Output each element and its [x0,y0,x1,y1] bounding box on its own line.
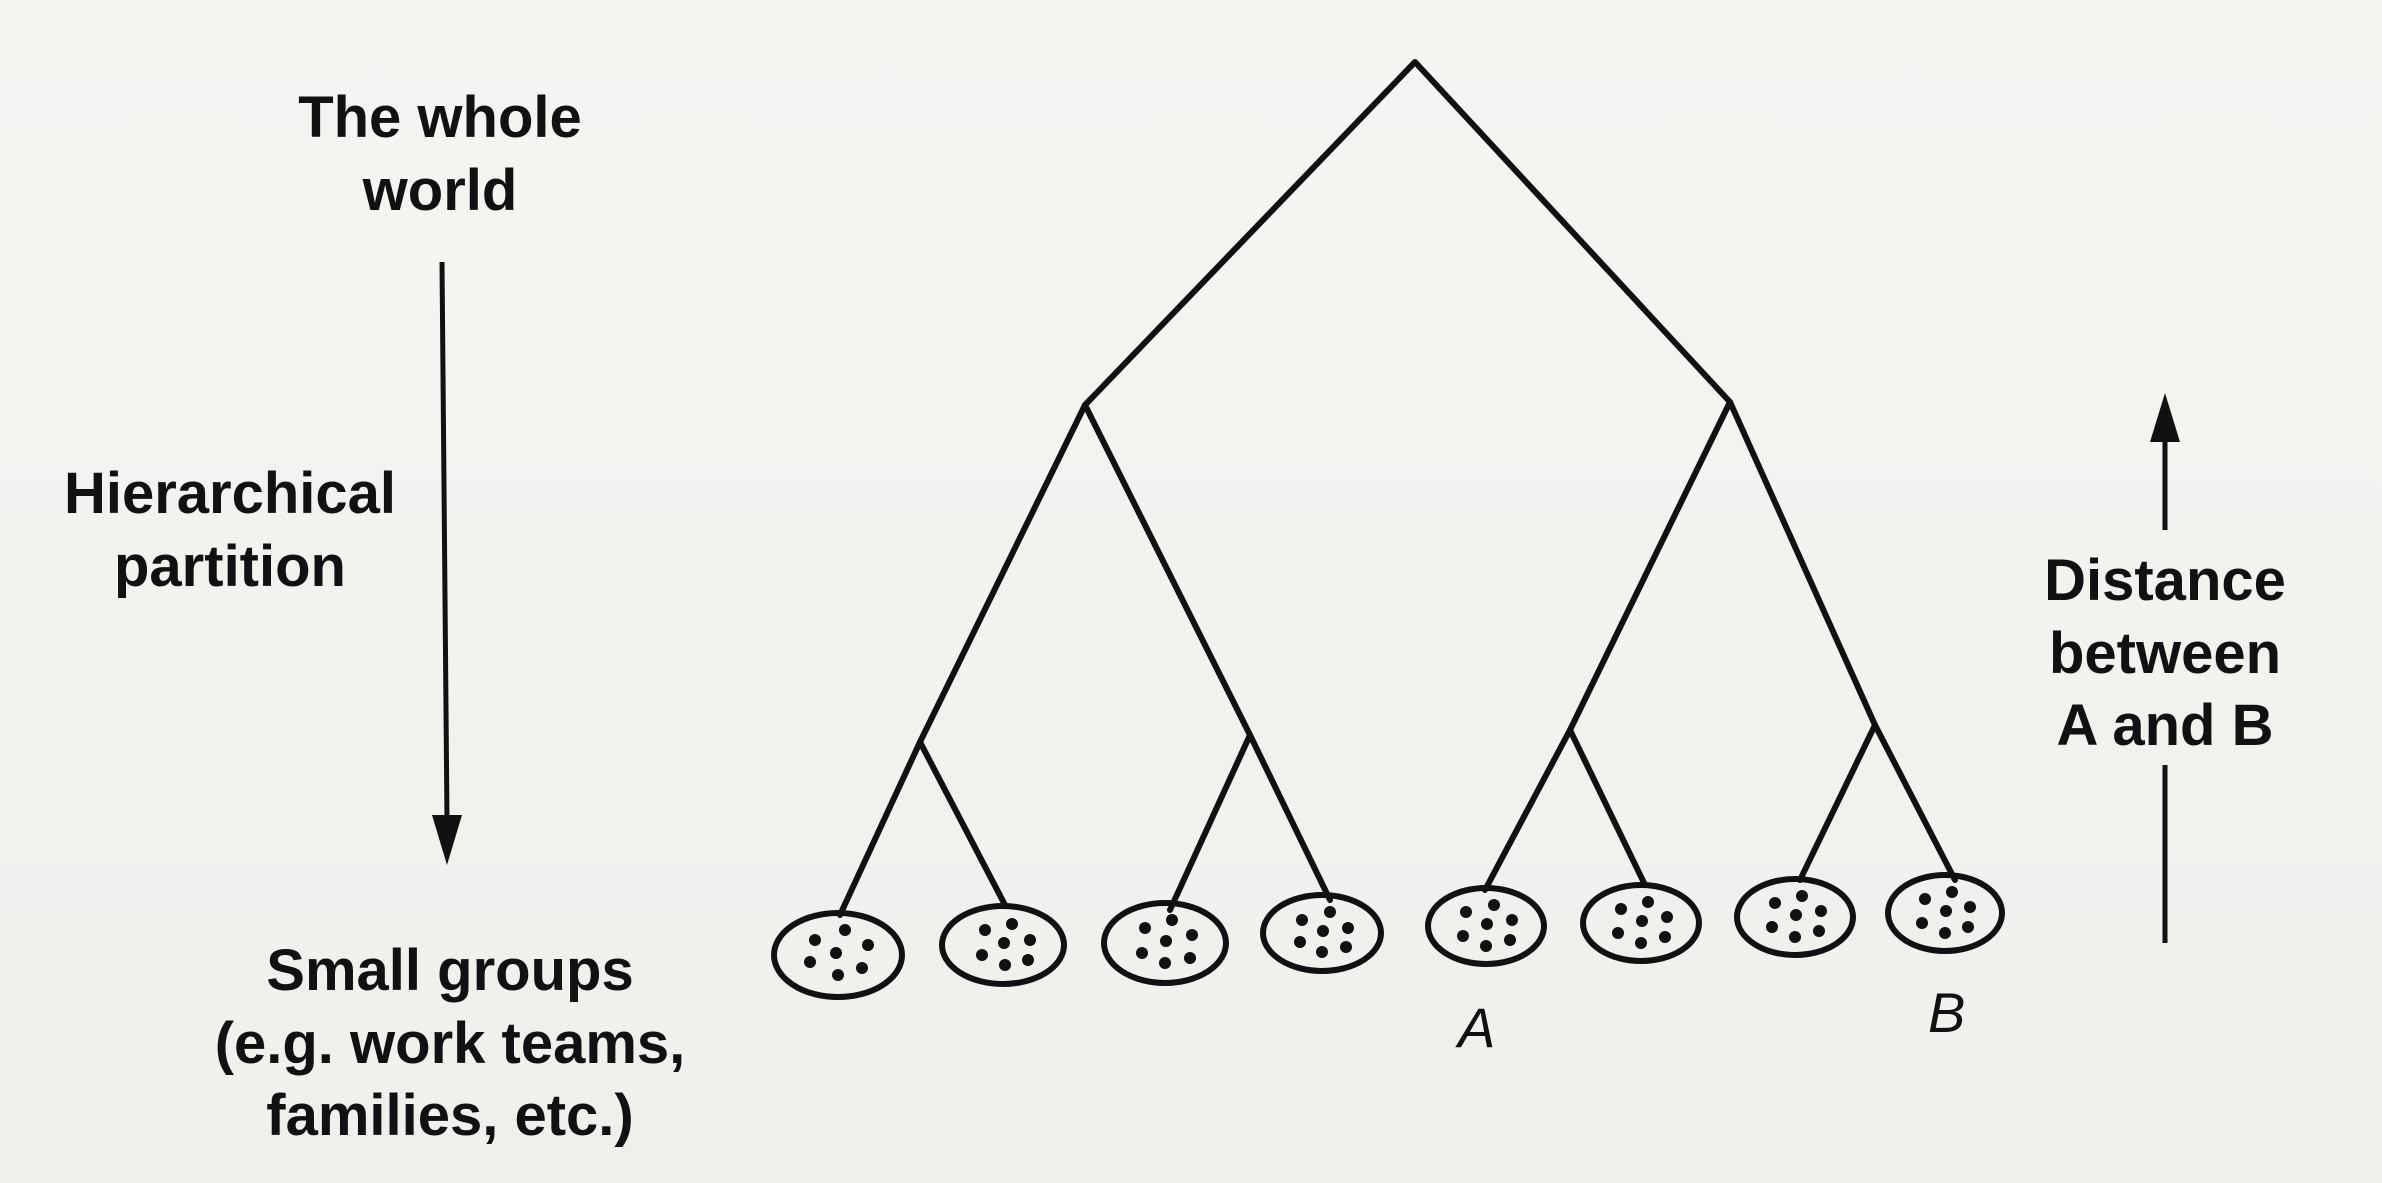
group-1 [771,910,905,1000]
small-groups-label: Small groups (e.g. work teams, families,… [180,935,720,1153]
group-6 [1580,882,1702,964]
leaf-groups [771,872,2005,1000]
group-b [1885,872,2005,954]
distance-line-2: between [2048,620,2282,686]
group-3 [1101,900,1229,986]
distance-line-1: Distance [2044,548,2286,613]
distance-line-3: A and B [2056,693,2274,758]
right-subtree-branch [1482,399,1958,893]
whole-world-line-2: world [362,157,518,223]
whole-world-line-1: The whole [298,85,582,150]
root-branch [1082,59,1733,408]
small-groups-line-3: families, etc.) [266,1083,634,1148]
partition-arrow [432,261,462,865]
left-right-branch [1167,732,1253,913]
left-subtree-branch [837,402,1333,918]
small-groups-line-2: (e.g. work teams, [214,1010,686,1076]
group-7 [1734,876,1856,958]
partition-line-2: partition [114,533,346,599]
group-a [1425,885,1547,967]
small-groups-line-1: Small groups [266,938,634,1003]
right-left-branch [1567,727,1648,888]
tree-branches [837,59,1958,918]
group-2 [939,903,1067,987]
right-right-branch [1797,722,1878,883]
whole-world-label: The whole world [260,82,620,227]
leaf-label-b: B [1928,981,1966,1044]
distance-arrow [2150,393,2180,943]
hierarchical-partition-label: Hierarchical partition [60,458,400,603]
leaf-label-a: A [1458,996,1496,1059]
group-4 [1260,892,1384,974]
partition-line-1: Hierarchical [63,461,397,526]
distance-label: Distance between A and B [2015,545,2315,763]
left-left-branch [917,739,1008,908]
